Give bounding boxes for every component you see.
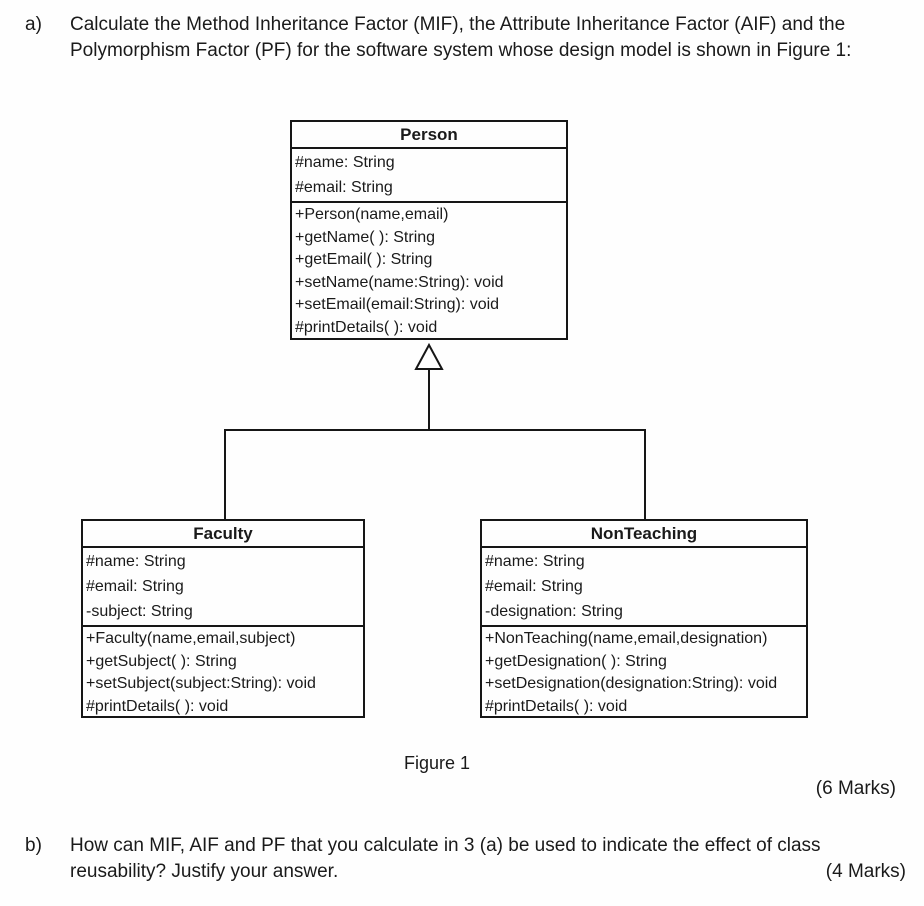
person-methods: +Person(name,email) +getName( ): String … <box>292 203 566 338</box>
attribute: -designation: String <box>485 603 623 620</box>
method: +Person(name,email) <box>295 206 449 223</box>
method: +NonTeaching(name,email,designation) <box>485 630 768 647</box>
figure-caption: Figure 1 <box>403 753 471 773</box>
method: +setSubject(subject:String): void <box>86 675 316 692</box>
method: +setEmail(email:String): void <box>295 296 500 313</box>
uml-class-person: Person #name: String #email: String +Per… <box>290 120 568 340</box>
class-name-nonteaching: NonTeaching <box>482 521 806 548</box>
method: +getEmail( ): String <box>295 251 433 268</box>
faculty-attributes: #name: String #email: String -subject: S… <box>83 548 363 627</box>
class-name-faculty: Faculty <box>83 521 363 548</box>
method: #printDetails( ): void <box>485 697 628 715</box>
method: +getDesignation( ): String <box>485 652 667 670</box>
class-name-person: Person <box>292 122 566 149</box>
faculty-methods: +Faculty(name,email,subject) +getSubject… <box>83 627 363 716</box>
method: +setName(name:String): void <box>295 273 504 291</box>
question-b-text-content: How can MIF, AIF and PF that you calcula… <box>70 835 821 882</box>
attribute: #name: String <box>86 553 186 570</box>
method: +Faculty(name,email,subject) <box>86 630 296 647</box>
attribute: #name: String <box>485 553 585 570</box>
question-b-label: b) <box>25 835 42 856</box>
method: +setDesignation(designation:String): voi… <box>485 675 778 692</box>
method: #printDetails( ): void <box>295 318 438 336</box>
person-attributes: #name: String #email: String <box>292 149 566 203</box>
nonteaching-attributes: #name: String #email: String -designatio… <box>482 548 806 627</box>
nonteaching-methods: +NonTeaching(name,email,designation) +ge… <box>482 627 806 716</box>
attribute: -subject: String <box>86 603 193 620</box>
attribute: #email: String <box>295 179 393 196</box>
method: #printDetails( ): void <box>86 697 229 715</box>
inheritance-triangle-icon <box>414 342 444 370</box>
question-a-text: Calculate the Method Inheritance Factor … <box>70 14 852 61</box>
question-a-marks: (6 Marks) <box>815 778 896 799</box>
question-a: a) Calculate the Method Inheritance Fact… <box>25 12 910 64</box>
attribute: #email: String <box>86 578 184 595</box>
method: +getSubject( ): String <box>86 652 237 670</box>
method: +getName( ): String <box>295 228 436 246</box>
question-b-marks: (4 Marks) <box>825 861 906 882</box>
uml-class-nonteaching: NonTeaching #name: String #email: String… <box>480 519 808 718</box>
attribute: #name: String <box>295 154 395 171</box>
question-a-label: a) <box>25 14 42 35</box>
question-b-text: How can MIF, AIF and PF that you calcula… <box>70 833 906 885</box>
question-b: b) How can MIF, AIF and PF that you calc… <box>25 833 906 885</box>
attribute: #email: String <box>485 578 583 595</box>
uml-class-faculty: Faculty #name: String #email: String -su… <box>81 519 365 718</box>
